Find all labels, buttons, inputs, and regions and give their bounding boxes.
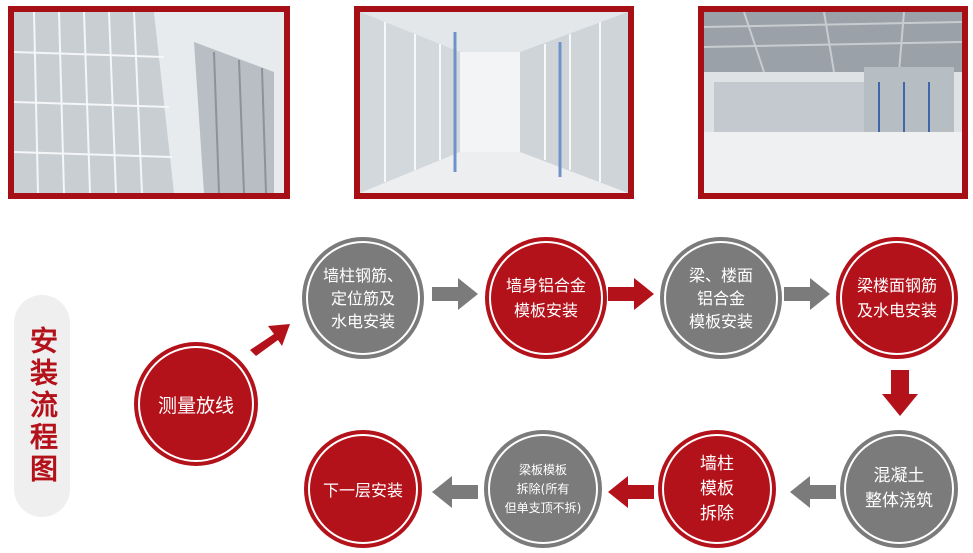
step-wall-formwork-install: 墙身铝合金 模板安装	[485, 237, 607, 359]
step-beam-floor-rebar-install: 梁楼面钢筋 及水电安装	[836, 237, 958, 359]
step-wall-formwork-removal-label: 墙柱 模板 拆除	[700, 453, 734, 524]
arrow-s6-to-s7	[790, 476, 836, 508]
step-beam-slab-formwork-removal-label: 梁板模板 拆除(所有 但单支顶不拆)	[504, 462, 582, 515]
step-wall-rebar-install-label: 墙柱钢筋、 定位筋及 水电安装	[322, 265, 403, 331]
arrow-s8-to-s9	[432, 476, 478, 508]
photo-aluminum-formwork-corridor	[354, 6, 634, 199]
step-beam-slab-formwork-removal: 梁板模板 拆除(所有 但单支顶不拆)	[484, 430, 602, 548]
step-survey-layout-label: 测量放线	[157, 394, 234, 417]
step-wall-formwork-install-label: 墙身铝合金 模板安装	[505, 276, 586, 320]
step-beam-floor-rebar-install-label: 梁楼面钢筋 及水电安装	[856, 276, 937, 320]
arrow-s4-to-s5	[784, 278, 830, 310]
step-concrete-pour: 混凝土 整体浇筑	[840, 430, 958, 548]
arrow-s2-to-s3	[432, 278, 478, 310]
step-next-floor-install: 下一层安装	[304, 430, 422, 548]
step-survey-layout: 测量放线	[134, 342, 258, 466]
step-wall-rebar-install: 墙柱钢筋、 定位筋及 水电安装	[302, 237, 424, 359]
photo-aluminum-formwork-floor	[698, 6, 968, 199]
flow-chart-title: 安装流程图	[14, 295, 70, 517]
photo-aluminum-formwork-room	[8, 6, 290, 199]
step-wall-formwork-removal: 墙柱 模板 拆除	[658, 430, 776, 548]
step-beam-floor-formwork-install: 梁、楼面 铝合金 模板安装	[660, 237, 782, 359]
step-concrete-pour-label: 混凝土 整体浇筑	[865, 466, 933, 511]
step-next-floor-install-label: 下一层安装	[322, 481, 403, 500]
arrow-s1-to-s2	[250, 324, 290, 356]
arrow-s7-to-s8	[608, 476, 654, 508]
arrow-s5-to-s6	[882, 370, 918, 416]
step-beam-floor-formwork-install-label: 梁、楼面 铝合金 模板安装	[688, 265, 753, 331]
flow-chart-title-text: 安装流程图	[26, 326, 59, 486]
arrow-s3-to-s4	[608, 278, 654, 310]
